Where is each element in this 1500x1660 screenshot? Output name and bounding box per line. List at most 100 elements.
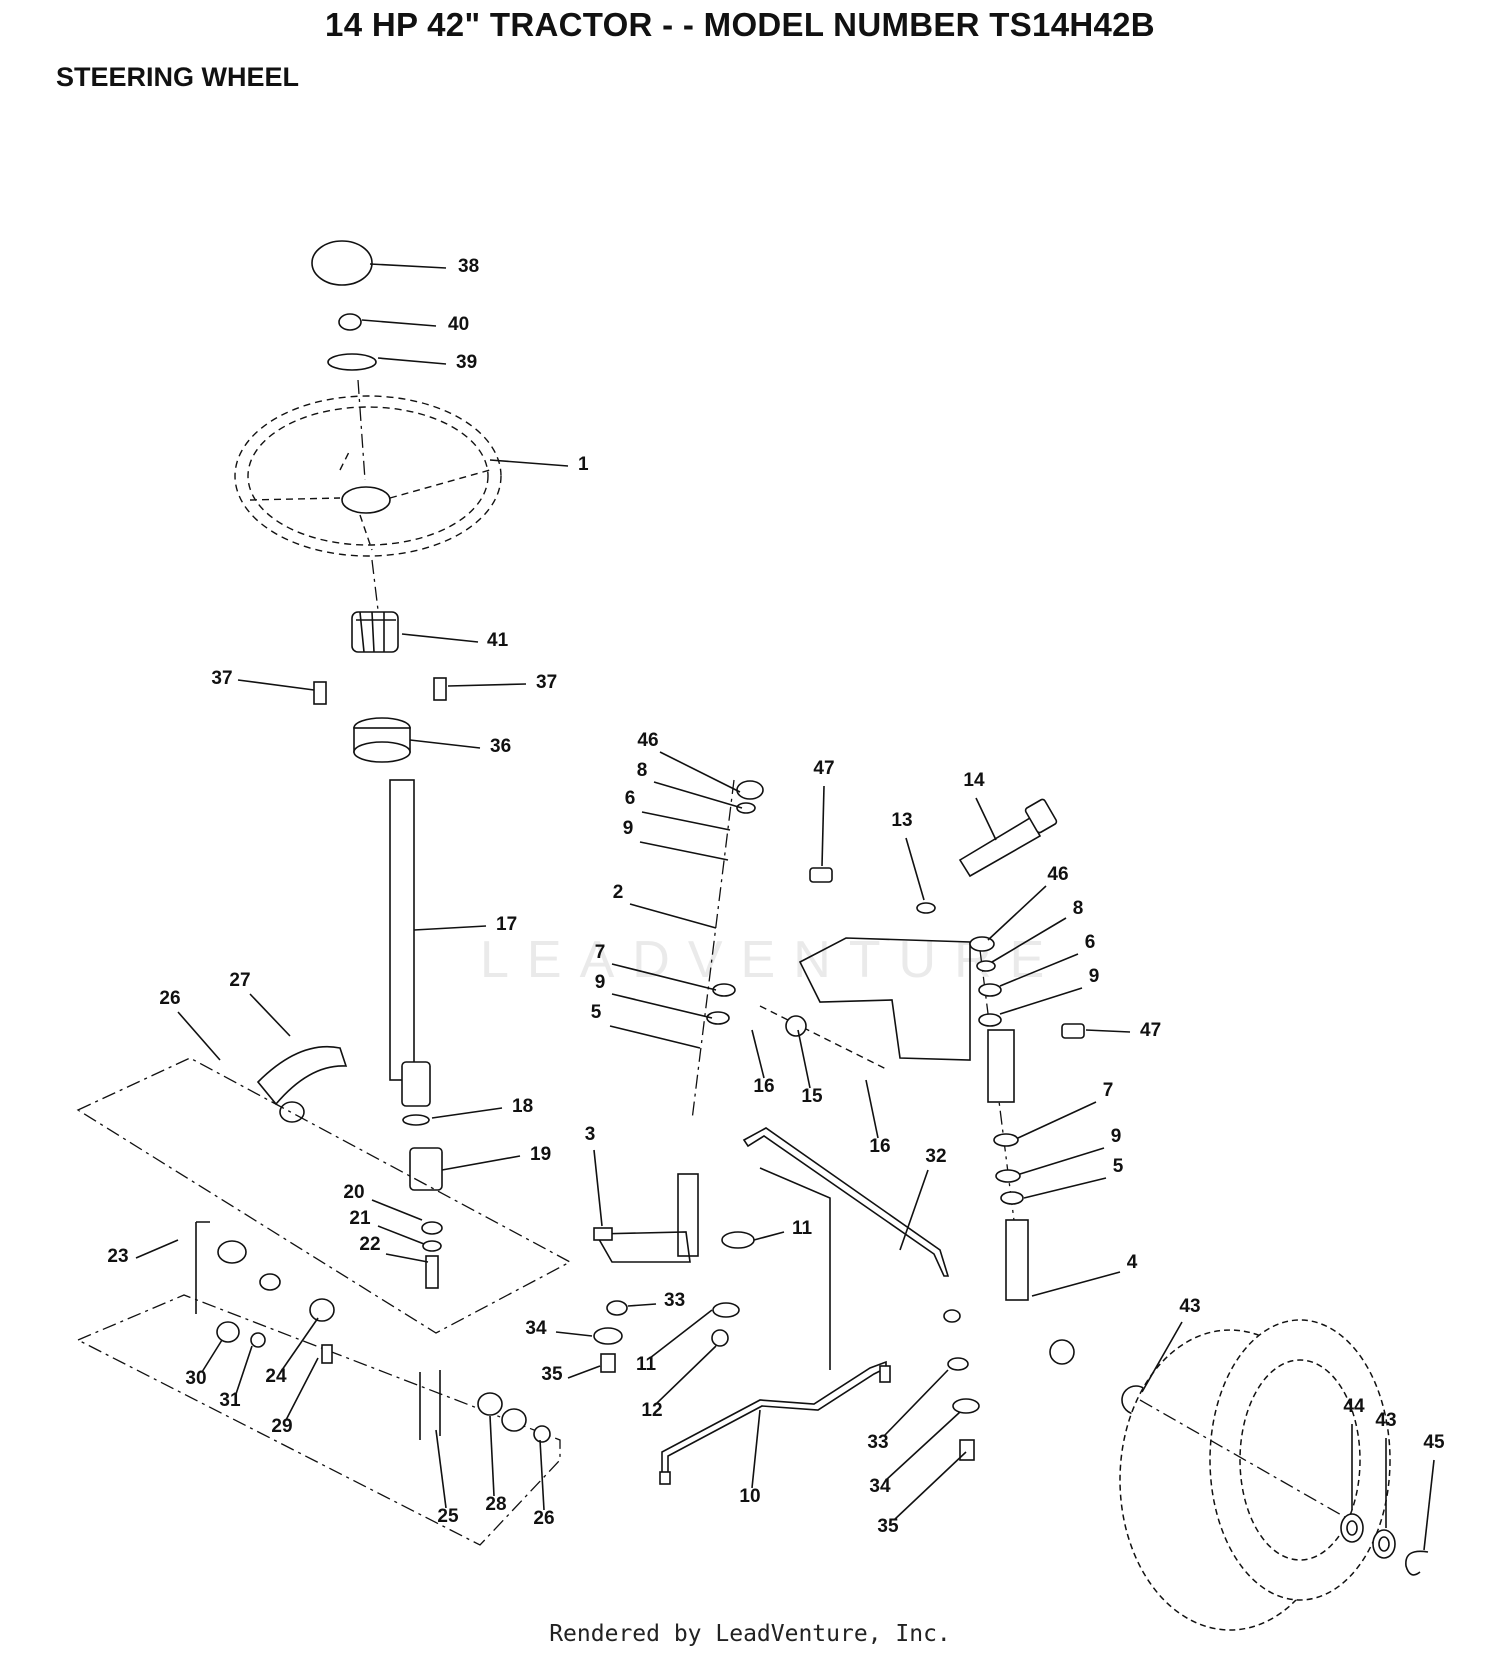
part-callout-number: 5 — [1113, 1156, 1124, 1177]
lower-frame-outline — [76, 1294, 561, 1546]
callout-leader-line — [361, 319, 437, 327]
hex-nut-part — [736, 780, 764, 800]
callout-leader-line — [893, 1451, 967, 1521]
diagram-parts — [76, 240, 1429, 1631]
part-callout-number: 33 — [664, 1290, 685, 1311]
callout-leader-line — [135, 1239, 179, 1259]
part-callout-number: 26 — [533, 1508, 554, 1529]
callout-leader-line — [385, 1253, 429, 1263]
part-callout-number: 14 — [963, 770, 985, 791]
callout-leader-line — [539, 1439, 545, 1511]
part-callout-number: 22 — [359, 1234, 380, 1255]
callout-leader-line — [413, 925, 487, 931]
steering-cap-part — [311, 240, 373, 286]
footer-credit: Rendered by LeadVenture, Inc. — [549, 1621, 951, 1647]
callout-leader-line — [821, 785, 825, 867]
callout-leader-line — [649, 1309, 713, 1359]
part-callout-number: 38 — [458, 256, 479, 277]
part-callout-number: 6 — [625, 788, 636, 809]
callout-leader-line — [655, 1345, 717, 1405]
drag-link-part — [742, 1127, 950, 1277]
callout-leader-line — [371, 1199, 423, 1221]
part-callout-number: 24 — [265, 1366, 287, 1387]
part-callout-number: 31 — [219, 1390, 241, 1411]
part-callout-number: 32 — [925, 1146, 946, 1167]
part-callout-number: 11 — [636, 1354, 657, 1375]
part-callout-number: 29 — [271, 1416, 292, 1437]
callout-leader-line — [435, 1429, 447, 1509]
callout-leader-line — [377, 357, 447, 365]
part-callout-number: 47 — [1140, 1020, 1161, 1041]
callout-leaders — [135, 263, 1435, 1551]
callout-leader-line — [609, 1025, 701, 1049]
bolt-part — [433, 677, 447, 701]
callout-leader-line — [1017, 1101, 1097, 1139]
callout-leader-line — [1423, 1459, 1435, 1551]
callout-leader-line — [281, 1317, 319, 1371]
part-callout-number: 45 — [1423, 1432, 1445, 1453]
part-callout-number: 35 — [541, 1364, 563, 1385]
bolt-part — [313, 681, 327, 705]
part-callout-number: 34 — [869, 1476, 891, 1497]
part-callout-number: 10 — [739, 1486, 760, 1507]
part-callout-number: 41 — [487, 630, 509, 651]
callout-leader-line — [237, 679, 315, 691]
part-callout-number: 18 — [512, 1096, 533, 1117]
part-callout-number: 39 — [456, 352, 477, 373]
callout-leader-line — [401, 633, 479, 643]
part-callout-number: 43 — [1179, 1296, 1200, 1317]
grease-fitting-part — [809, 867, 833, 883]
steering-shaft-part — [389, 779, 415, 1081]
page-title: 14 HP 42" TRACTOR - - MODEL NUMBER TS14H… — [325, 6, 1155, 43]
part-callout-number: 17 — [496, 914, 517, 935]
part-callout-number: 16 — [753, 1076, 774, 1097]
part-callout-number: 35 — [877, 1516, 899, 1537]
axle-bolt-part — [958, 816, 1042, 878]
callout-leader-line — [999, 987, 1083, 1015]
callout-leader-line — [1141, 1321, 1183, 1393]
part-callout-number: 27 — [229, 970, 250, 991]
cap-washer-part — [327, 353, 377, 371]
section-title: STEERING WHEEL — [56, 62, 300, 92]
callout-leader-line — [177, 1011, 221, 1061]
part-callout-number: 16 — [869, 1136, 890, 1157]
part-callout-number: 36 — [490, 736, 511, 757]
part-callout-number: 5 — [591, 1002, 602, 1023]
part-callout-number: 11 — [792, 1218, 813, 1239]
part-callout-number: 3 — [585, 1124, 596, 1145]
part-callout-number: 40 — [448, 314, 469, 335]
part-callout-number: 9 — [1089, 966, 1100, 987]
callout-leader-line — [409, 739, 481, 749]
callout-leader-line — [975, 797, 997, 841]
callout-leader-line — [641, 811, 731, 831]
part-callout-number: 4 — [1127, 1252, 1138, 1273]
callout-leader-line — [653, 781, 743, 809]
callout-leader-line — [883, 1369, 949, 1437]
callout-leader-line — [1019, 1147, 1105, 1175]
callout-leader-line — [235, 1345, 253, 1395]
callout-leader-line — [751, 1029, 765, 1079]
callout-leader-line — [489, 459, 569, 467]
part-callout-number: 46 — [637, 730, 658, 751]
callout-leader-line — [447, 683, 527, 687]
callout-leader-line — [991, 917, 1067, 963]
callout-leader-line — [987, 885, 1047, 941]
part-callout-number: 30 — [185, 1368, 206, 1389]
retaining-clip-part — [1405, 1550, 1429, 1576]
callout-leader-line — [659, 751, 741, 793]
sector-gear-part — [256, 1046, 348, 1106]
callout-leader-line — [441, 1155, 521, 1171]
callout-leader-line — [249, 993, 291, 1037]
part-callout-number: 34 — [525, 1318, 547, 1339]
tie-rod-part — [661, 1360, 887, 1475]
part-callout-number: 9 — [595, 972, 606, 993]
callout-leader-line — [555, 1331, 593, 1337]
part-callout-number: 9 — [1111, 1126, 1122, 1147]
part-callout-number: 13 — [891, 810, 912, 831]
part-callout-number: 37 — [211, 668, 232, 689]
part-callout-number: 7 — [1103, 1080, 1114, 1101]
part-callout-number: 23 — [107, 1246, 128, 1267]
